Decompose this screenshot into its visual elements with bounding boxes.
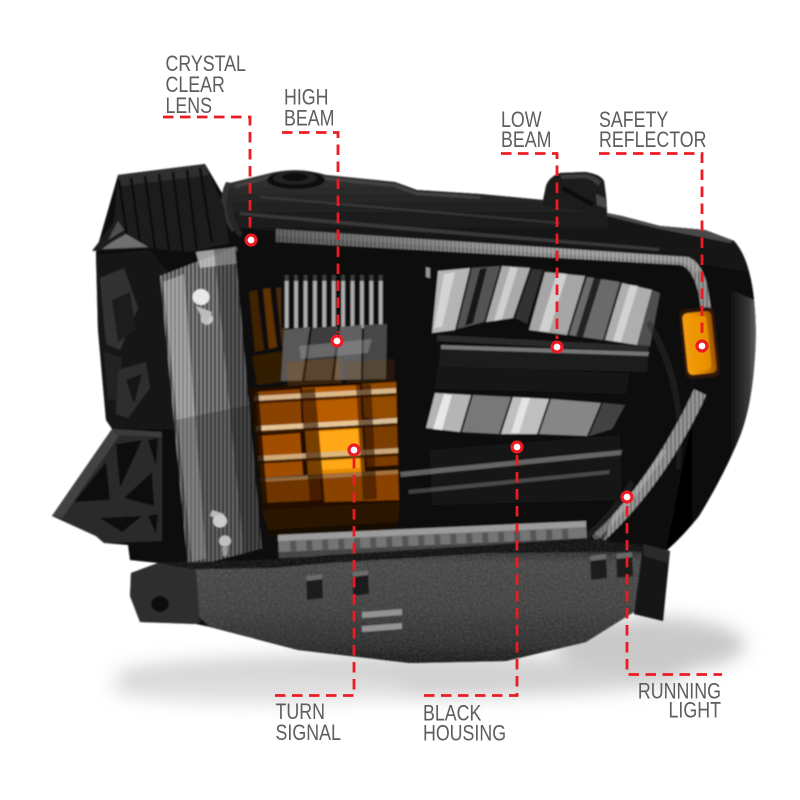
svg-text:TURN: TURN	[276, 700, 325, 724]
svg-text:SAFETY: SAFETY	[599, 108, 668, 132]
svg-text:CLEAR: CLEAR	[165, 73, 224, 97]
svg-text:HIGH: HIGH	[284, 86, 329, 110]
svg-text:REFLECTOR: REFLECTOR	[599, 128, 706, 152]
svg-text:LOW: LOW	[501, 108, 542, 132]
svg-text:BLACK: BLACK	[423, 702, 482, 726]
svg-text:RUNNING: RUNNING	[638, 680, 721, 704]
svg-text:LIGHT: LIGHT	[669, 699, 721, 723]
svg-text:CRYSTAL: CRYSTAL	[165, 52, 245, 76]
svg-text:SIGNAL: SIGNAL	[276, 721, 341, 745]
svg-text:HOUSING: HOUSING	[423, 722, 506, 746]
svg-text:BEAM: BEAM	[284, 107, 334, 131]
svg-text:BEAM: BEAM	[501, 128, 551, 152]
svg-text:LENS: LENS	[165, 94, 212, 118]
